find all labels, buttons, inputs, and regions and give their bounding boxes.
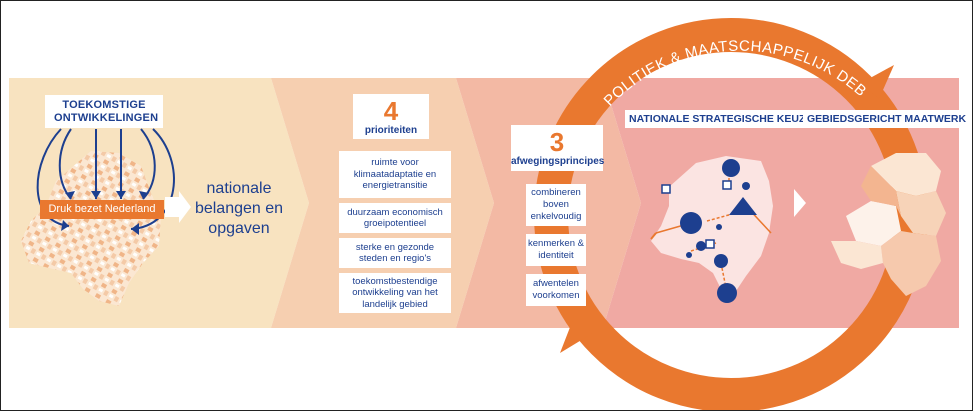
prioriteit-item: sterke en gezonde steden en regio's	[339, 238, 451, 268]
toekomstige-box: TOEKOMSTIGE ONTWIKKELINGEN	[45, 95, 163, 128]
ring-arrow-bottom	[560, 317, 593, 353]
toekomstige-label: TOEKOMSTIGE ONTWIKKELINGEN	[54, 98, 159, 124]
prioriteiten-header: 4 prioriteiten	[353, 94, 429, 139]
afweging-header: 3 afwegingsprincipes	[511, 125, 605, 171]
arrow-between-maps	[794, 189, 806, 217]
prioriteiten-number: 4	[383, 96, 399, 126]
strategic-markers	[650, 159, 772, 303]
druk-bezet-label: Druk bezet Nederland	[40, 200, 164, 219]
arrow-heads	[61, 191, 149, 235]
prioriteit-item: ruimte voor klimaatadaptatie en energiet…	[339, 151, 451, 198]
nl-map-left	[21, 151, 161, 306]
nl-map-regional	[831, 153, 946, 296]
prioriteit-item: duurzaam economisch groeipotentieel	[339, 203, 451, 233]
prioriteiten-label: prioriteiten	[364, 125, 418, 136]
prioriteit-item: toekomstbestendige ontwikkeling van het …	[339, 273, 451, 313]
afweging-item: combineren boven enkelvoudig	[526, 184, 586, 226]
arrow-to-nationale	[165, 191, 191, 223]
panel-title-national: NATIONALE STRATEGISCHE KEUZES	[625, 110, 824, 128]
nl-map-national	[651, 156, 773, 293]
panel-title-regional: GEBIEDSGERICHT MAATWERK	[803, 110, 971, 128]
nationale-label: nationale belangen en opgaven	[194, 180, 284, 237]
afweging-number: 3	[549, 127, 565, 157]
afweging-label: afwegingsprincipes	[511, 156, 605, 167]
afweging-item: kenmerken & identiteit	[526, 234, 586, 266]
ring-arrow-top	[861, 65, 894, 99]
afweging-item: afwentelen voorkomen	[526, 274, 586, 306]
